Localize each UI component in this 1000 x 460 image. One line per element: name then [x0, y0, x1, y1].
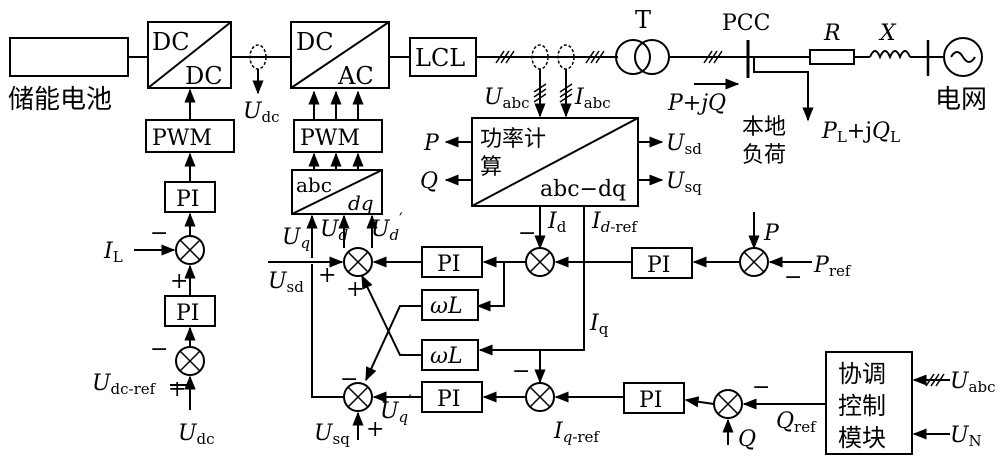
load-power-label: PL+jQL: [821, 119, 900, 146]
pwm-left: [145, 119, 235, 153]
sum-id-minus: −: [518, 221, 536, 246]
un-label: UN: [950, 423, 982, 450]
usq-bottom-label: Usq: [314, 421, 350, 448]
power-calc-label-2: 算: [480, 155, 502, 180]
dcdc-bottom-label: DC: [185, 62, 223, 90]
uq-prime-label: Uq′: [380, 391, 412, 426]
sum-ud-plus-2: +: [346, 277, 364, 302]
pwm-right-label: PWM: [300, 126, 360, 151]
q-out-label: Q: [420, 169, 438, 194]
usd-left-label: Usd: [268, 269, 304, 296]
abc-dq-top-label: abc: [296, 173, 332, 197]
id-label: Id: [547, 209, 567, 236]
pi-left-bottom-label: PI: [176, 301, 200, 326]
p-meas-label: P: [763, 221, 780, 246]
power-calc-label-3: abc−dq: [540, 177, 626, 202]
ud-input-label: Ud: [320, 217, 348, 244]
dc-control-loop: PWM PI IL − + PI − Udc-ref + Udc: [92, 88, 235, 448]
pwm-right: [293, 119, 383, 153]
three-phase-ticks-1: [495, 50, 515, 64]
udc-ref-label: Udc-ref: [92, 371, 157, 398]
pi-p-label: PI: [647, 253, 671, 278]
three-phase-ticks-2: [585, 50, 605, 64]
omega-l-top-label: ωL: [430, 294, 463, 319]
local-load-label-2: 负荷: [742, 143, 786, 168]
iq-ref-label: Iq-ref: [553, 419, 600, 446]
inductor-label: X: [878, 21, 897, 46]
sum-uq-minus: −: [340, 367, 358, 392]
battery-label: 储能电池: [8, 85, 112, 115]
pi-qpower: [623, 382, 685, 414]
dcdc-diagonal: [147, 21, 232, 89]
coord-label-3: 模块: [838, 424, 886, 452]
pi-q: [421, 381, 483, 413]
ac-control-loop: PWM abc dq Uq Ud Ud′ Usd + + PI − Id I: [268, 90, 996, 455]
battery-block: [9, 37, 129, 77]
coordination-module: [825, 351, 913, 455]
pi-left-bottom: [164, 295, 216, 327]
dcdc-top-label: DC: [152, 28, 190, 56]
sum-uq-plus: +: [366, 417, 384, 442]
dcac-bottom-label: AC: [337, 62, 374, 90]
dcac-diagonal: [290, 21, 390, 89]
pi-left-top-label: PI: [176, 187, 200, 212]
sum-q-minus: −: [752, 375, 770, 400]
q-meas-label: Q: [738, 427, 756, 452]
usq-out-label: Usq: [666, 169, 702, 196]
grid-source-icon: [943, 37, 983, 77]
id-ref-label: Id-ref: [591, 209, 638, 236]
sum-udc-plus: +: [168, 377, 186, 402]
power-calc-label-1: 功率计: [480, 127, 546, 152]
coord-label-1: 协调: [838, 360, 886, 388]
uabc-label: Uabc: [484, 85, 530, 112]
iabc-label: Iabc: [574, 85, 611, 112]
coord-label-2: 控制: [838, 392, 886, 420]
ud-prime-label: Ud′: [371, 209, 403, 244]
pi-q-label: PI: [437, 387, 461, 412]
transformer-coil-2: [634, 39, 670, 75]
pi-left-top: [164, 181, 216, 213]
lcl-label: LCL: [415, 44, 465, 72]
sum-il-plus: +: [170, 269, 188, 294]
grid-label: 电网: [935, 85, 987, 115]
transformer-label: T: [635, 6, 651, 34]
dcac-top-label: DC: [296, 28, 334, 56]
pi-d-label: PI: [437, 252, 461, 277]
pcc-label: PCC: [722, 11, 770, 36]
three-phase-ticks-3: [703, 50, 723, 64]
uq-input-label: Uq: [282, 225, 310, 252]
transformer-coil-1: [615, 39, 651, 75]
uabc-right-label: Uabc: [950, 369, 996, 396]
resistor-r: [809, 49, 855, 65]
qref-label: Qref: [776, 409, 817, 436]
udc-top-label: Udc: [243, 99, 280, 126]
iq-label: Iq: [589, 311, 609, 338]
omega-l-bottom-label: ωL: [430, 344, 463, 369]
abc-dq-bottom-label: dq: [348, 191, 374, 215]
omega-l-top: [421, 289, 479, 321]
power-stage: 储能电池 DC DC Udc DC AC LCL: [8, 6, 987, 168]
p-out-label: P: [423, 131, 440, 156]
sum-iq-minus: −: [512, 359, 530, 384]
inductor-x: [869, 50, 911, 60]
sum-ud-plus-1: +: [318, 263, 336, 288]
sum-p-minus: −: [784, 265, 802, 290]
local-load-label-1: 本地: [742, 115, 786, 140]
udc-bottom-label: Udc: [178, 421, 215, 448]
usd-out-label: Usd: [666, 131, 702, 158]
resistor-label: R: [823, 21, 841, 46]
sum-udc-minus: −: [150, 337, 168, 362]
pwm-left-label: PWM: [152, 126, 212, 151]
il-label: IL: [103, 239, 123, 266]
pi-qpower-label: PI: [639, 388, 663, 413]
pref-label: Pref: [813, 253, 852, 280]
omega-l-bottom: [421, 339, 479, 371]
sum-il-minus: −: [150, 221, 168, 246]
power-flow-label: P+jQ: [667, 91, 726, 116]
